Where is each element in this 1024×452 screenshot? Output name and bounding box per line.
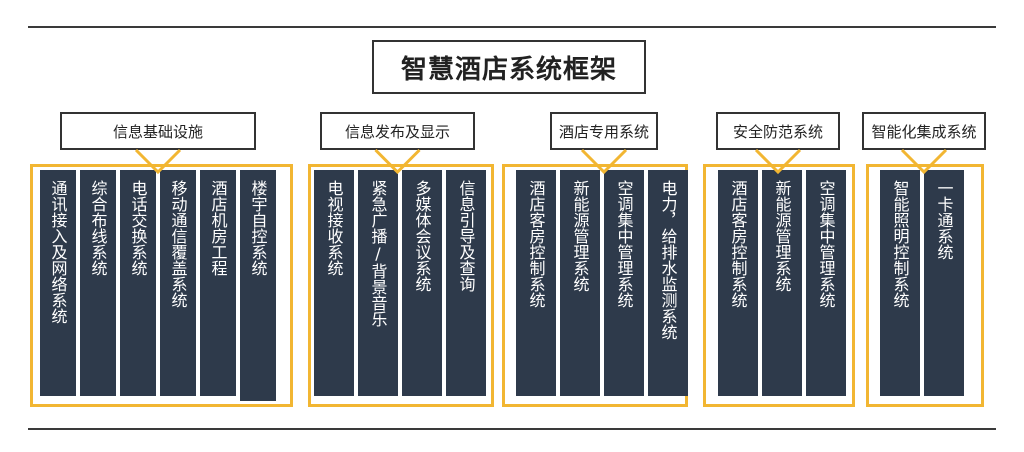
diagram-title: 智慧酒店系统框架: [372, 40, 646, 94]
system-column: 酒店客房控制系统: [516, 170, 556, 396]
system-column: 电力，给排水监测系统: [648, 170, 688, 396]
group-label: 安全防范系统: [716, 112, 840, 150]
system-column-label: 新能源管理系统: [570, 180, 590, 292]
system-column: 移动通信覆盖系统: [160, 170, 196, 396]
system-column-label: 楼宇自控系统: [248, 180, 268, 276]
system-column-label: 综合布线系统: [88, 180, 108, 276]
system-column: 楼宇自控系统: [240, 170, 276, 401]
system-column: 多媒体会议系统: [402, 170, 442, 396]
group-label: 智能化集成系统: [862, 112, 986, 150]
system-column: 电视接收系统: [314, 170, 354, 396]
system-column-label: 紧急广播/背景音乐: [368, 180, 388, 327]
system-column: 空调集中管理系统: [604, 170, 644, 396]
system-column-label: 酒店客房控制系统: [728, 180, 748, 308]
bottom-rule: [28, 428, 996, 430]
group-label: 信息基础设施: [60, 112, 256, 150]
system-column-label: 一卡通系统: [934, 180, 954, 260]
group-label: 酒店专用系统: [550, 112, 658, 150]
system-column-label: 酒店机房工程: [208, 180, 228, 276]
system-column: 智能照明控制系统: [880, 170, 920, 396]
system-column-list: 电视接收系统 紧急广播/背景音乐 多媒体会议系统 信息引导及查询: [314, 170, 486, 396]
system-column-label: 酒店客房控制系统: [526, 180, 546, 308]
system-column-label: 新能源管理系统: [772, 180, 792, 292]
system-column-label: 电视接收系统: [324, 180, 344, 276]
system-column-list: 酒店客房控制系统 新能源管理系统 空调集中管理系统: [718, 170, 846, 396]
system-column: 酒店机房工程: [200, 170, 236, 396]
system-column: 空调集中管理系统: [806, 170, 846, 396]
system-column-label: 空调集中管理系统: [614, 180, 634, 308]
system-column-label: 移动通信覆盖系统: [168, 180, 188, 308]
system-column: 酒店客房控制系统: [718, 170, 758, 396]
system-column: 一卡通系统: [924, 170, 964, 396]
system-column-label: 电话交换系统: [128, 180, 148, 276]
system-column: 通讯接入及网络系统: [40, 170, 76, 396]
system-column-label: 电力，给排水监测系统: [658, 180, 678, 340]
system-column: 信息引导及查询: [446, 170, 486, 396]
system-column: 电话交换系统: [120, 170, 156, 396]
top-rule: [28, 26, 996, 28]
system-column: 新能源管理系统: [762, 170, 802, 396]
system-column-label: 智能照明控制系统: [890, 180, 910, 308]
system-column-list: 酒店客房控制系统 新能源管理系统 空调集中管理系统 电力，给排水监测系统: [516, 170, 688, 396]
system-column: 综合布线系统: [80, 170, 116, 396]
system-column-list: 通讯接入及网络系统综合布线系统电话交换系统移动通信覆盖系统酒店机房工程楼宇自控系…: [40, 170, 276, 401]
system-column-label: 信息引导及查询: [456, 180, 476, 292]
system-column: 新能源管理系统: [560, 170, 600, 396]
system-column-label: 多媒体会议系统: [412, 180, 432, 292]
system-column: 紧急广播/背景音乐: [358, 170, 398, 396]
system-column-list: 智能照明控制系统 一卡通系统: [880, 170, 964, 396]
system-column-label: 空调集中管理系统: [816, 180, 836, 308]
system-column-label: 通讯接入及网络系统: [48, 180, 68, 324]
group-label: 信息发布及显示: [320, 112, 475, 150]
